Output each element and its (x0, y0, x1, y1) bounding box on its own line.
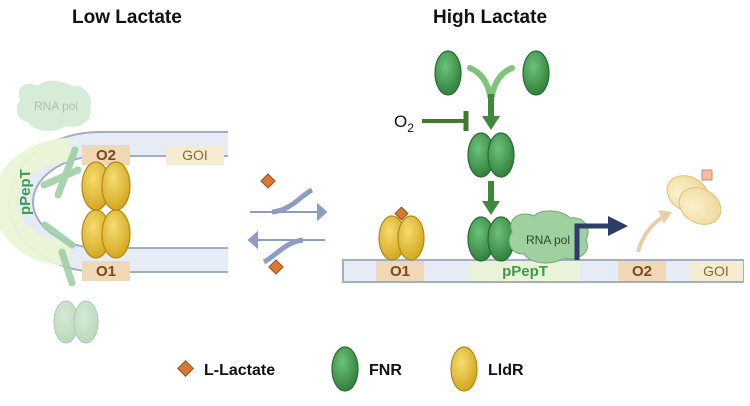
lldr-released (666, 169, 722, 225)
rna-pol-faded-label: RNA pol (34, 99, 78, 113)
fnr-dimer-bound (467, 216, 515, 262)
oxygen-label: O2 (394, 112, 414, 135)
lactate-diamond-icon (268, 259, 284, 275)
title-high-lactate: High Lactate (433, 7, 547, 28)
legend-lldr-label: LldR (488, 362, 524, 379)
lactate-square-icon (701, 169, 713, 181)
operator-o1-box-right (376, 261, 424, 281)
legend-lactate-label: L-Lactate (204, 362, 275, 379)
dna-loop (0, 131, 228, 273)
transcription-arrow (574, 216, 628, 260)
goi-box-right (690, 261, 743, 281)
operator-o1-label-right: O1 (390, 263, 410, 280)
fnr-dimerization-arrows (467, 65, 515, 130)
release-arrow (636, 210, 672, 253)
promoter-label-right: pPepT (502, 263, 548, 280)
rna-pol-label: RNA pol (526, 233, 570, 247)
legend-lldr-icon (450, 346, 478, 392)
equilibrium-arrows (247, 173, 328, 275)
promoter-box-right (470, 261, 580, 281)
legend-fnr-icon (331, 346, 359, 392)
fnr-binding-arrow (482, 181, 500, 215)
blocked-transcription-arrows (40, 146, 82, 287)
operator-o2-label-right: O2 (632, 263, 652, 280)
rna-pol-active: RNA pol (508, 210, 589, 264)
operator-o2-box-right (618, 261, 666, 281)
legend-lactate-icon (177, 360, 194, 377)
operator-o2-label: O2 (96, 147, 116, 164)
fnr-dimer-faded (53, 300, 99, 344)
lldr-dimer-with-lactate (378, 206, 425, 261)
promoter-label-vertical: pPepT (17, 169, 34, 215)
operator-o1-label: O1 (96, 263, 116, 280)
operator-o2-box (82, 145, 130, 165)
goi-label: GOI (182, 147, 208, 163)
lactate-diamond-icon (260, 173, 276, 189)
legend-fnr-label: FNR (369, 362, 402, 379)
lactate-diamond-icon (394, 206, 409, 221)
goi-box (166, 145, 224, 165)
goi-label-right: GOI (703, 263, 729, 279)
oxygen-inhibition: O2 (394, 111, 469, 135)
lldr-tetramer-bound (81, 161, 131, 259)
fnr-monomers (434, 50, 550, 96)
fnr-dimer (467, 132, 515, 178)
title-low-lactate: Low Lactate (72, 7, 182, 28)
rna-pol-faded: RNA pol (16, 80, 91, 131)
operator-o1-box (82, 261, 130, 281)
legend: L-Lactate FNR LldR (177, 346, 524, 392)
